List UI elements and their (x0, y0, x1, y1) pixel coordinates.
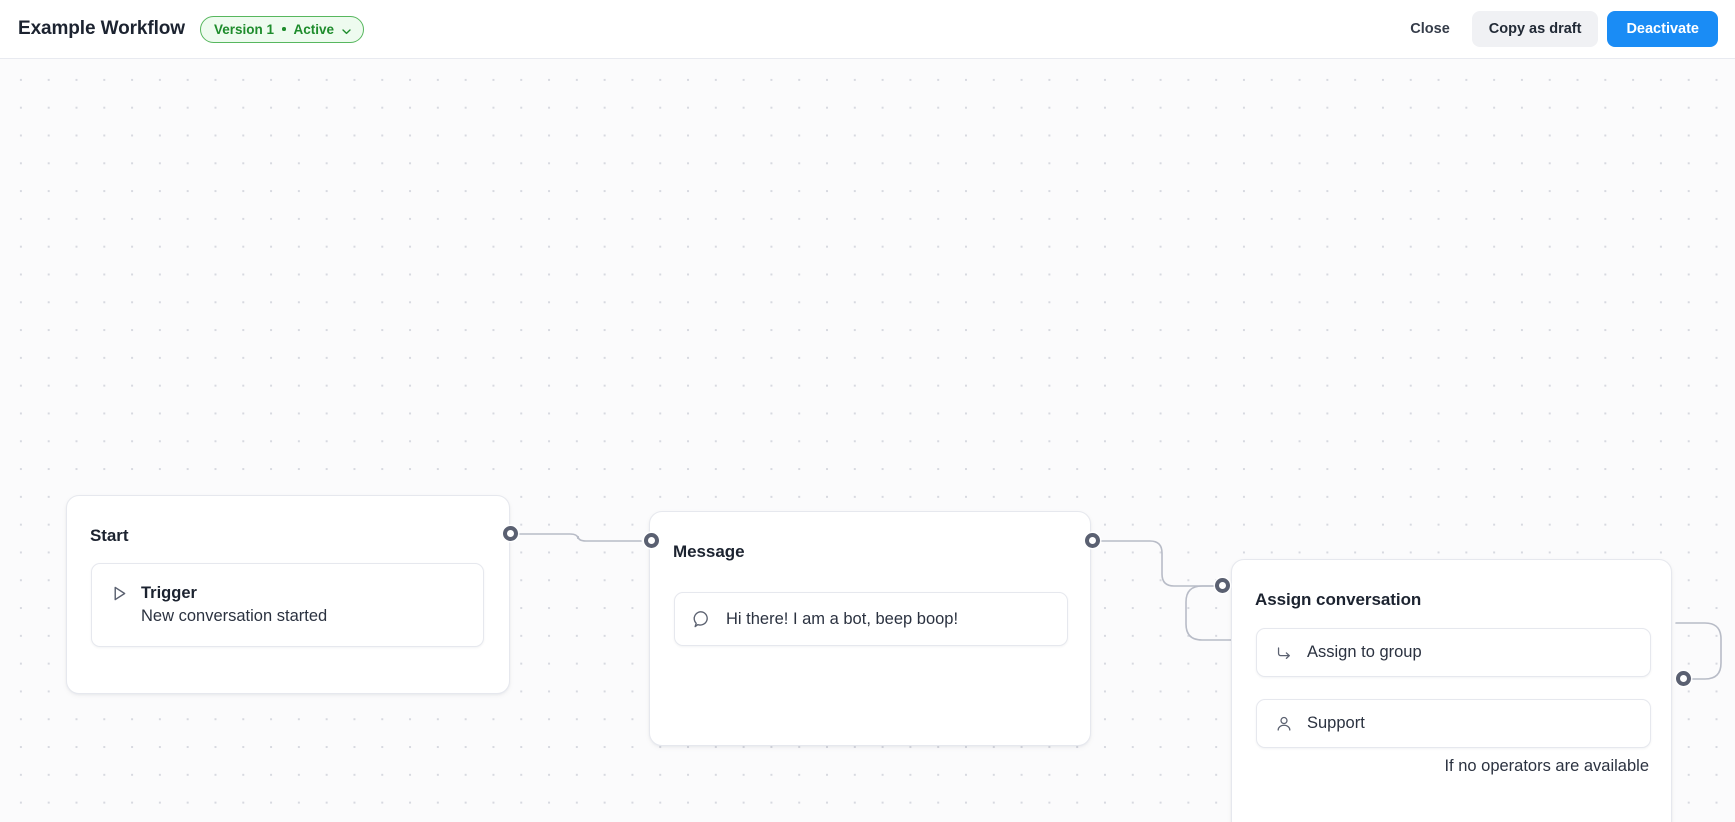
arrow-turn-right-icon (1274, 643, 1294, 663)
version-label: Version 1 (213, 21, 275, 37)
top-header-bar: Example Workflow Version 1 Active Close … (0, 0, 1735, 59)
node-start-trigger-label: Trigger (141, 584, 197, 602)
edge-fallback-loop-left (1185, 585, 1232, 641)
badge-separator-dot (282, 27, 286, 31)
page-title: Example Workflow (18, 18, 185, 39)
chevron-down-icon (341, 24, 352, 35)
edge-start-to-message (513, 533, 642, 542)
node-start-title: Start (90, 526, 129, 545)
node-assign-group-label: Assign to group (1307, 643, 1422, 661)
person-icon (1274, 714, 1294, 734)
port-message-output[interactable] (1085, 533, 1100, 548)
node-message-title: Message (673, 542, 745, 561)
node-start[interactable]: Start Trigger New conversation started (66, 495, 510, 694)
header-actions: Close Copy as draft Deactivate (1397, 11, 1735, 47)
chat-bubble-icon (692, 609, 713, 630)
port-assign-input[interactable] (1215, 578, 1230, 593)
workflow-canvas[interactable]: Start Trigger New conversation started M… (0, 59, 1735, 822)
port-assign-fallback-output[interactable] (1676, 671, 1691, 686)
version-status-badge[interactable]: Version 1 Active (199, 15, 365, 43)
node-message[interactable]: Message Hi there! I am a bot, beep boop! (649, 511, 1091, 746)
node-assign-conversation[interactable]: Assign conversation Assign to group (1231, 559, 1672, 822)
node-assign-group-row[interactable]: Assign to group (1256, 628, 1651, 677)
node-start-trigger-row[interactable]: Trigger New conversation started (91, 563, 484, 647)
status-label: Active (293, 21, 335, 37)
node-assign-support-label: Support (1307, 714, 1365, 732)
node-message-text-row[interactable]: Hi there! I am a bot, beep boop! (674, 592, 1068, 646)
edge-message-to-assign (1094, 540, 1224, 587)
node-start-trigger-sublabel: New conversation started (141, 607, 328, 625)
copy-as-draft-button[interactable]: Copy as draft (1471, 11, 1599, 47)
node-message-text: Hi there! I am a bot, beep boop! (726, 609, 959, 628)
node-assign-title: Assign conversation (1255, 590, 1422, 609)
port-start-output[interactable] (503, 526, 518, 541)
play-triangle-icon (110, 584, 129, 603)
port-message-input[interactable] (644, 533, 659, 548)
close-button[interactable]: Close (1397, 11, 1463, 47)
deactivate-button[interactable]: Deactivate (1607, 11, 1718, 47)
node-assign-fallback-label: If no operators are available (1444, 757, 1649, 775)
node-assign-support-row[interactable]: Support (1256, 699, 1651, 748)
